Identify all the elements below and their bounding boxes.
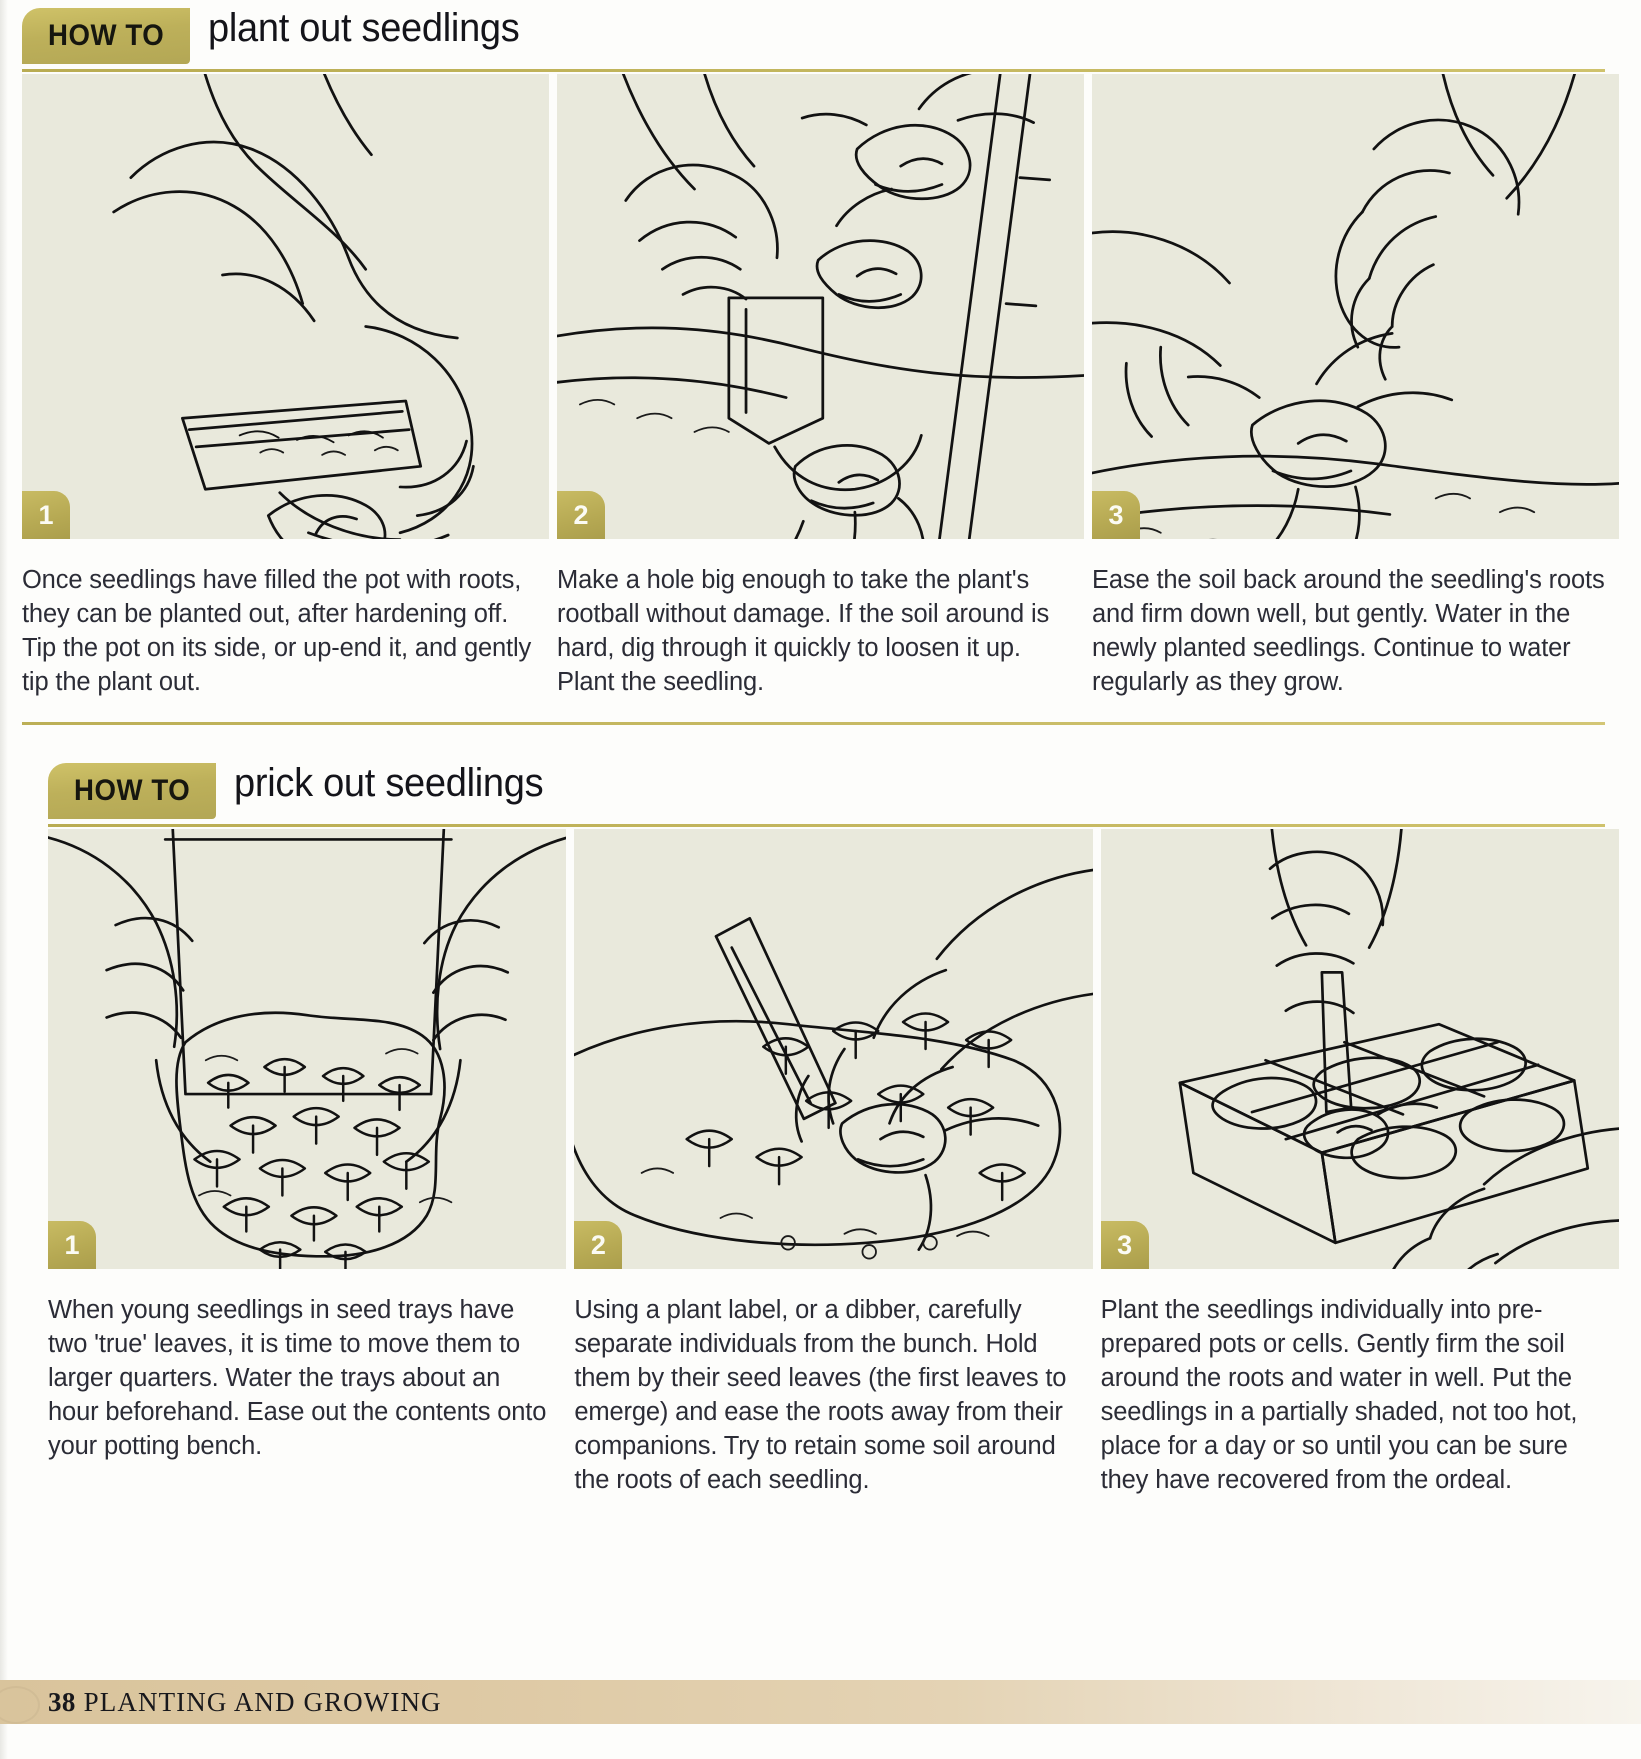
section-header: HOW TO plant out seedlings bbox=[22, 0, 1605, 74]
step-caption: When young seedlings in seed trays have … bbox=[48, 1296, 547, 1460]
howto-tab-label: HOW TO bbox=[47, 19, 165, 52]
step-captions: When young seedlings in seed trays have … bbox=[48, 1293, 1619, 1497]
section-header: HOW TO prick out seedlings bbox=[48, 755, 1605, 829]
step-caption: Once seedlings have filled the pot with … bbox=[22, 566, 532, 696]
footer-decorative-orb bbox=[0, 1686, 40, 1724]
step-caption: Plant the seedlings individually into pr… bbox=[1100, 1296, 1578, 1494]
step-badge: 3 bbox=[1092, 491, 1140, 539]
illustration-tipping-pot bbox=[112, 74, 475, 539]
header-rule bbox=[48, 824, 1605, 827]
illustration-panel-2: 2 bbox=[557, 74, 1084, 539]
header-rule bbox=[22, 69, 1605, 72]
section-prick-out-seedlings: HOW TO prick out seedlings bbox=[0, 755, 1641, 1497]
step-caption: Ease the soil back around the seedling's… bbox=[1092, 566, 1605, 696]
illustration-panel-1: 1 bbox=[48, 829, 567, 1269]
howto-tab: HOW TO bbox=[22, 8, 190, 64]
illustration-planting-into-cells bbox=[1178, 829, 1619, 1269]
footer-chapter-name: PLANTING AND GROWING bbox=[83, 1687, 442, 1717]
howto-tab-label: HOW TO bbox=[73, 774, 191, 807]
section-title: plant out seedlings bbox=[208, 6, 520, 50]
footer-text: 38 PLANTING AND GROWING bbox=[48, 1687, 442, 1718]
illustration-panels: 1 bbox=[22, 74, 1619, 539]
step-caption: Make a hole big enough to take the plant… bbox=[557, 566, 1050, 696]
page-left-edge-shadow bbox=[0, 0, 8, 1759]
footer-band bbox=[0, 1680, 1641, 1724]
step-badge: 2 bbox=[574, 1221, 623, 1269]
illustration-digging-hole bbox=[557, 74, 1084, 539]
howto-tab: HOW TO bbox=[48, 763, 216, 819]
illustration-panels: 1 bbox=[48, 829, 1619, 1269]
section-title: prick out seedlings bbox=[234, 761, 544, 805]
illustration-panel-2: 2 bbox=[574, 829, 1093, 1269]
illustration-firming-soil bbox=[1092, 74, 1619, 539]
footer-page-number: 38 bbox=[48, 1687, 76, 1717]
illustration-easing-out-tray bbox=[48, 829, 567, 1269]
section-divider-rule bbox=[22, 722, 1605, 725]
step-captions: Once seedlings have filled the pot with … bbox=[22, 563, 1619, 699]
section-plant-out-seedlings: HOW TO plant out seedlings bbox=[0, 0, 1641, 725]
illustration-panel-3: 3 bbox=[1100, 829, 1619, 1269]
step-badge: 2 bbox=[557, 491, 605, 539]
step-caption: Using a plant label, or a dibber, carefu… bbox=[574, 1296, 1067, 1494]
illustration-panel-3: 3 bbox=[1092, 74, 1619, 539]
step-badge: 1 bbox=[48, 1221, 96, 1269]
step-badge: 3 bbox=[1100, 1221, 1149, 1269]
illustration-separating-seedling bbox=[574, 868, 1093, 1260]
illustration-panel-1: 1 bbox=[22, 74, 549, 539]
step-badge: 1 bbox=[22, 491, 70, 539]
